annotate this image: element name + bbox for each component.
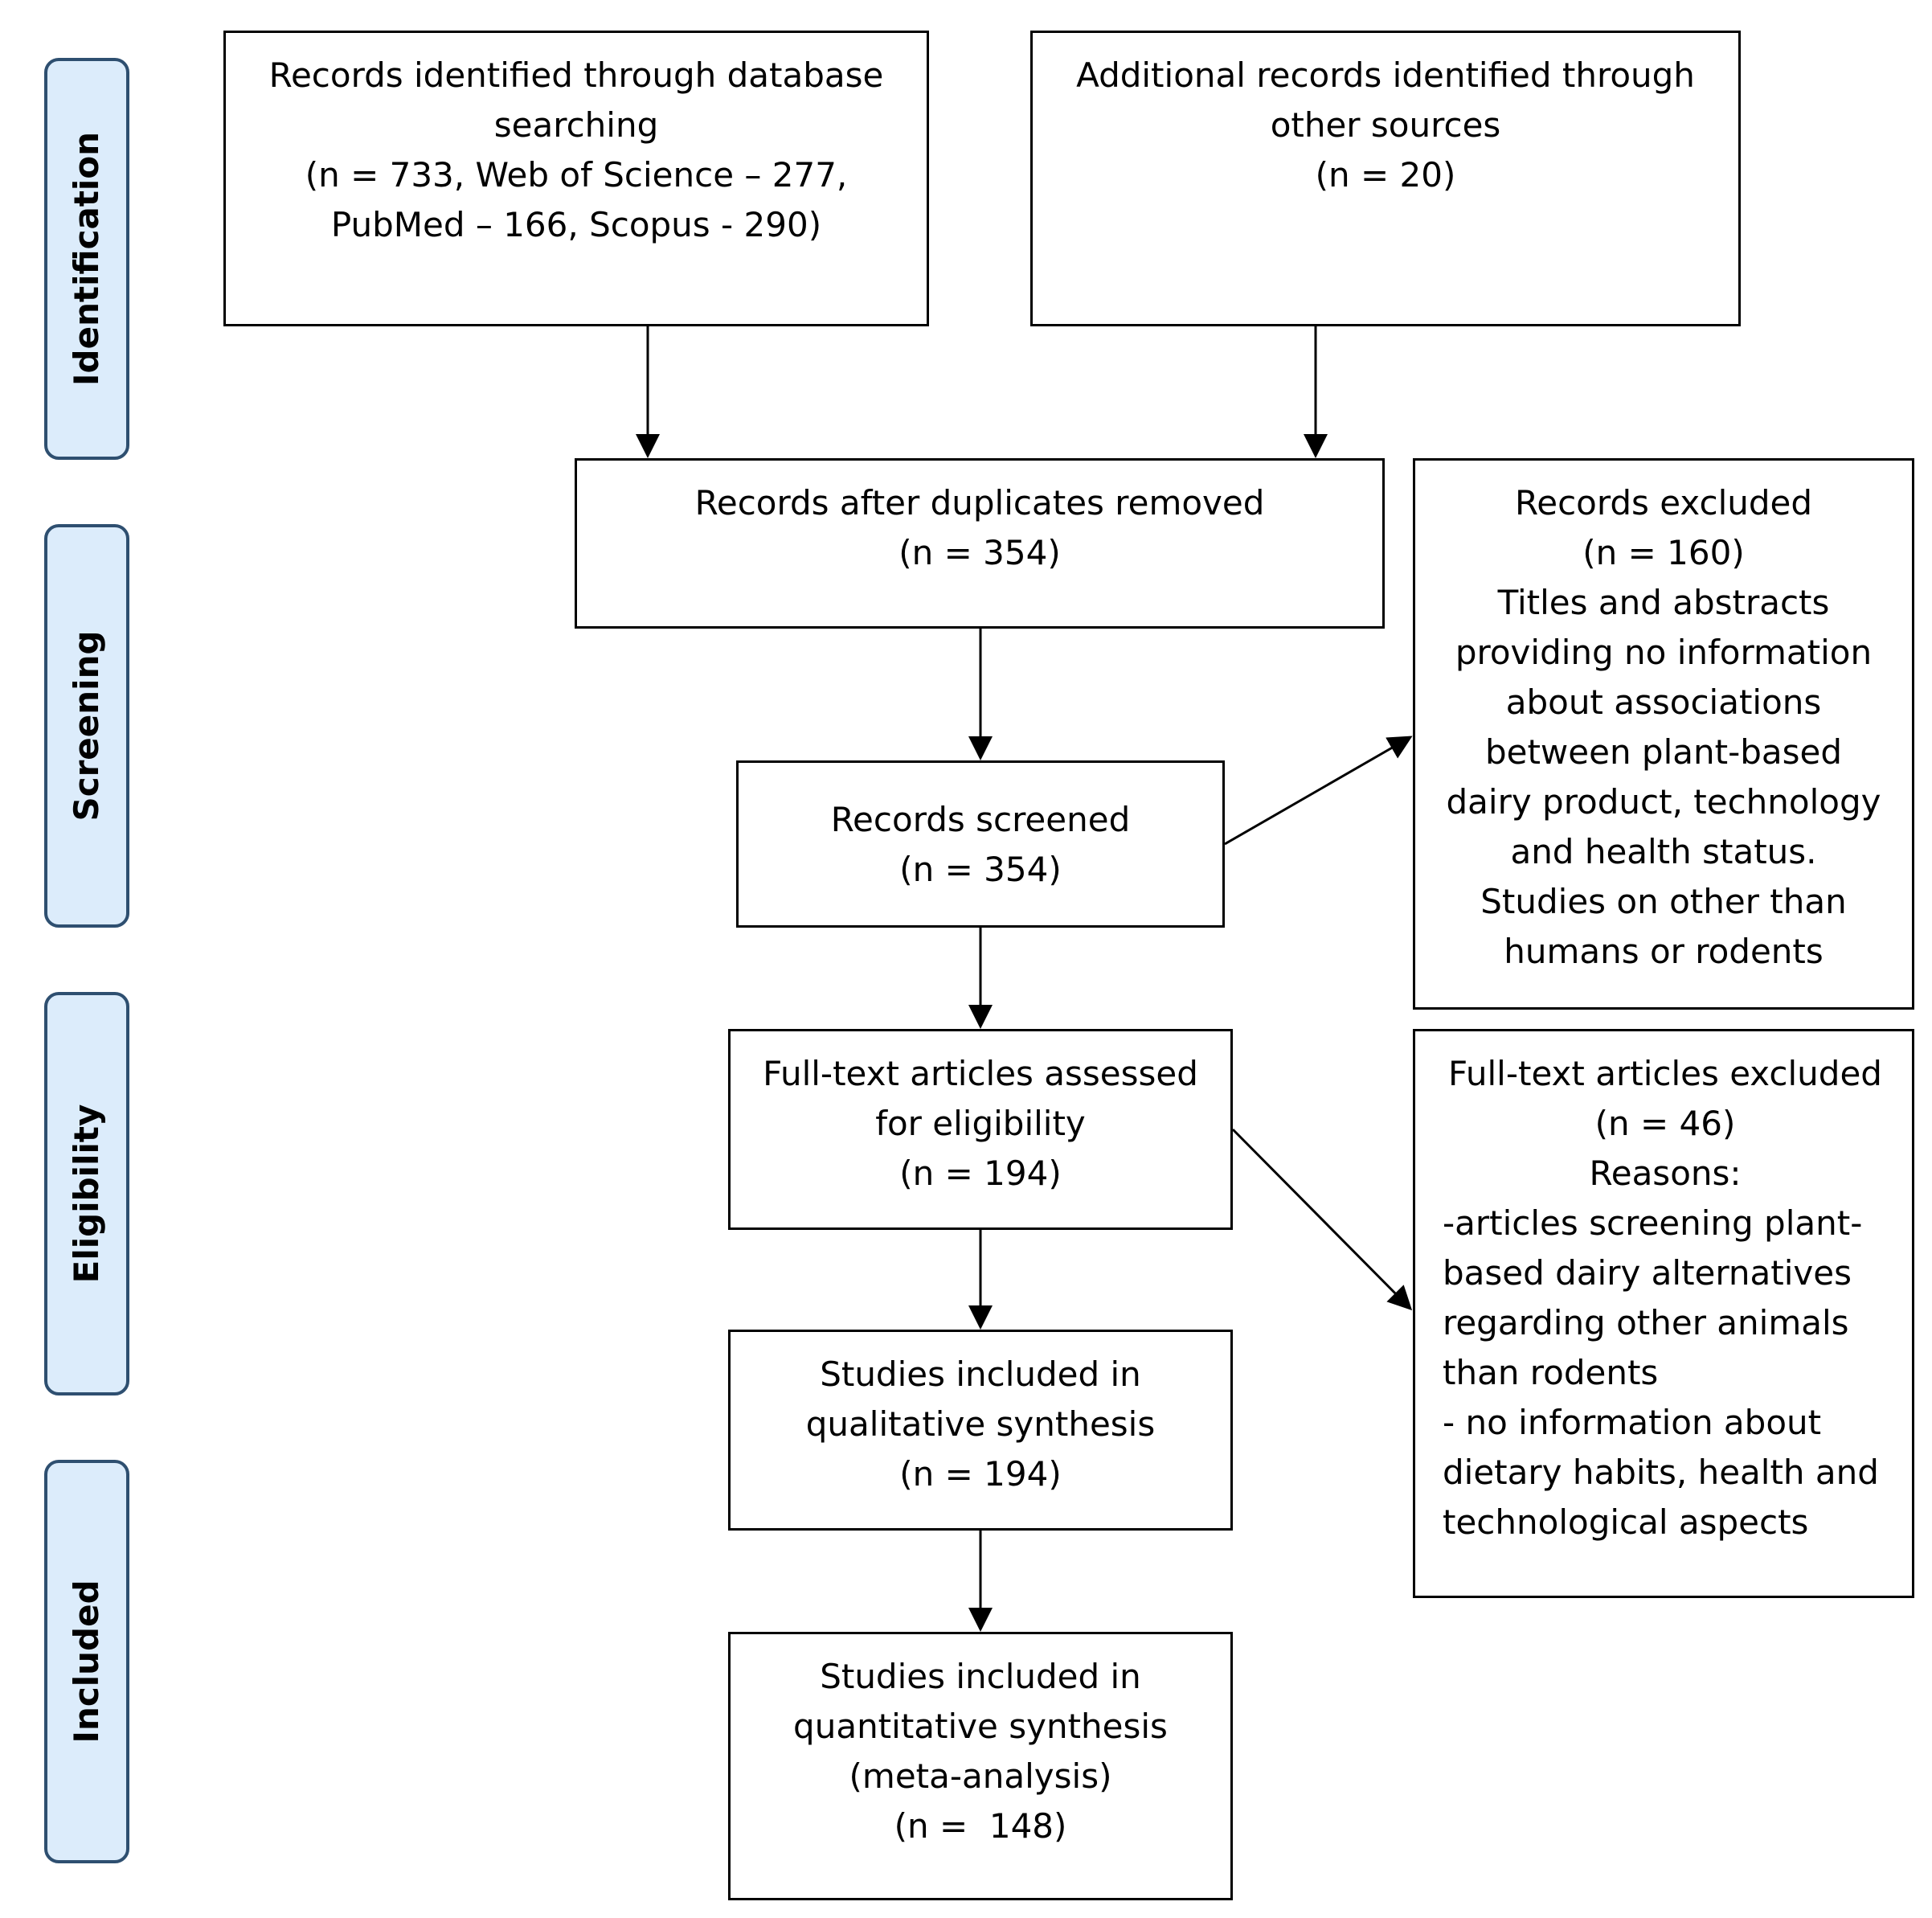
box-line: about associations (1505, 682, 1822, 722)
box-line: dietary habits, health and (1443, 1453, 1879, 1492)
box-line: Studies included in (820, 1657, 1141, 1696)
phase-included: Included (44, 1460, 129, 1863)
phase-screening: Screening (44, 524, 129, 928)
fulltext-assessed-box: Full-text articles assessed for eligibil… (728, 1029, 1233, 1230)
records-excluded-box: Records excluded (n = 160) Titles and ab… (1413, 458, 1914, 1010)
duplicates-removed-box: Records after duplicates removed (n = 35… (575, 458, 1385, 629)
other-records-box: Additional records identified through ot… (1030, 31, 1741, 326)
box-line: (n = 354) (898, 533, 1061, 572)
box-line: (n = 354) (899, 850, 1062, 889)
arrow-screened-to-excluded (1224, 736, 1413, 846)
box-line: (n = 194) (899, 1154, 1062, 1193)
box-line: other sources (1270, 105, 1501, 145)
box-line: (n = 194) (899, 1454, 1062, 1494)
box-line: Additional records identified through (1076, 55, 1695, 95)
box-line: Full-text articles excluded (1448, 1054, 1882, 1093)
qualitative-synthesis-box: Studies included in qualitative synthesi… (728, 1330, 1233, 1531)
box-line: PubMed – 166, Scopus - 290) (330, 205, 822, 244)
box-line: for eligibility (875, 1104, 1086, 1143)
box-line: and health status. (1510, 832, 1817, 871)
box-line: based dairy alternatives (1443, 1253, 1852, 1293)
box-line: dairy product, technology (1446, 782, 1881, 822)
box-line: Titles and abstracts (1497, 583, 1830, 622)
box-line: (n = 148) (894, 1806, 1067, 1846)
box-line: (meta-analysis) (849, 1756, 1112, 1796)
box-line: than rodents (1443, 1353, 1659, 1392)
box-line: Records after duplicates removed (694, 483, 1265, 523)
box-line: Studies on other than (1480, 882, 1847, 921)
records-screened-box: Records screened (n = 354) (736, 760, 1225, 928)
box-line: (n = 20) (1315, 155, 1456, 195)
box-line: Full-text articles assessed (763, 1054, 1198, 1093)
phase-identification: Identification (44, 58, 129, 460)
box-line: qualitative synthesis (805, 1404, 1156, 1444)
box-line: (n = 733, Web of Science – 277, (305, 155, 848, 195)
box-line: humans or rodents (1504, 932, 1824, 971)
fulltext-excluded-box: Full-text articles excluded (n = 46) Rea… (1413, 1029, 1914, 1598)
box-line: -articles screening plant- (1443, 1203, 1863, 1243)
quantitative-synthesis-box: Studies included in quantitative synthes… (728, 1632, 1233, 1900)
box-line: Records identified through database (268, 55, 884, 95)
box-line: Records screened (830, 800, 1131, 839)
box-line: searching (493, 105, 659, 145)
box-line: between plant-based (1484, 732, 1843, 772)
box-line: quantitative synthesis (793, 1707, 1168, 1746)
box-line: (n = 46) (1594, 1104, 1736, 1143)
box-line: regarding other animals (1443, 1303, 1849, 1342)
box-line: Studies included in (820, 1354, 1141, 1394)
box-line: (n = 160) (1582, 533, 1745, 572)
box-line: Reasons: (1589, 1154, 1742, 1193)
phase-eligibility: Eligibility (44, 992, 129, 1395)
box-line: technological aspects (1443, 1502, 1809, 1542)
box-line: - no information about (1443, 1403, 1822, 1442)
box-line: providing no information (1455, 633, 1873, 672)
database-records-box: Records identified through database sear… (223, 31, 929, 326)
arrow-fulltext-to-excluded (1231, 1128, 1413, 1311)
box-line: Records excluded (1514, 483, 1813, 523)
